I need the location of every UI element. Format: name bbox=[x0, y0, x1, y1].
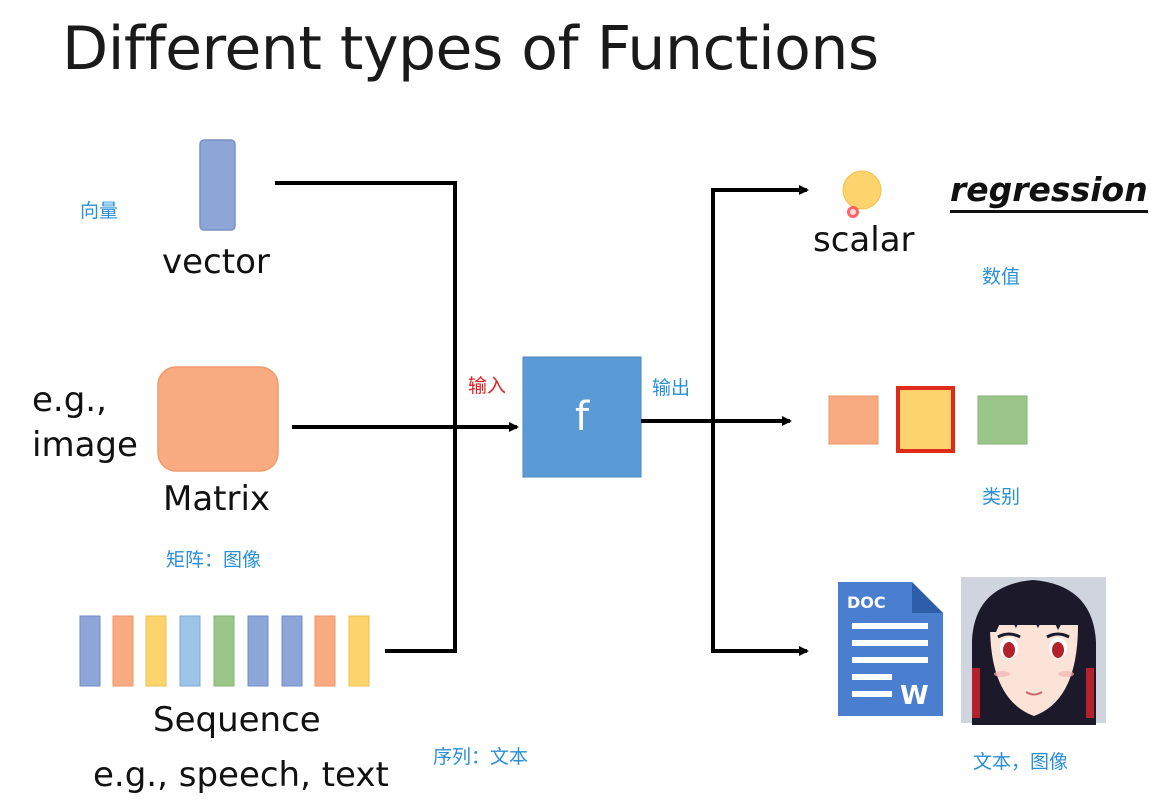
scalar-label: scalar bbox=[813, 220, 915, 260]
input-connectors bbox=[275, 181, 519, 653]
matrix-shape bbox=[157, 366, 279, 472]
matrix-annotation: 矩阵：图像 bbox=[166, 549, 262, 571]
matrix-example-line2: image bbox=[32, 425, 138, 465]
scalar-annotation: 数值 bbox=[982, 266, 1021, 288]
sequence-label: Sequence bbox=[153, 700, 321, 740]
class-option-yellow-selected bbox=[896, 386, 955, 453]
anime-portrait-icon bbox=[961, 577, 1106, 725]
class-option-green bbox=[977, 395, 1028, 445]
doc-mark: W bbox=[900, 681, 929, 711]
classes-annotation: 类别 bbox=[982, 486, 1021, 508]
matrix-label: Matrix bbox=[163, 479, 271, 519]
matrix-example-line1: e.g., bbox=[32, 380, 107, 420]
scalar-dot bbox=[842, 170, 882, 210]
vector-shape bbox=[199, 139, 236, 231]
vector-label: vector bbox=[162, 242, 270, 282]
output-annotation: 输出 bbox=[652, 377, 691, 399]
structured-annotation: 文本，图像 bbox=[973, 751, 1069, 773]
function-label: f bbox=[574, 394, 590, 440]
vector-annotation: 向量 bbox=[80, 200, 119, 222]
doc-label: DOC bbox=[847, 593, 886, 612]
sequence-shape bbox=[79, 615, 370, 687]
regression-label: regression bbox=[950, 170, 1148, 213]
class-option-orange bbox=[828, 395, 879, 445]
doc-file-icon: DOC W bbox=[838, 582, 943, 716]
sequence-examples: e.g., speech, text bbox=[93, 755, 389, 795]
page-title: Different types of Functions bbox=[62, 14, 879, 84]
output-connectors bbox=[641, 185, 809, 656]
function-box bbox=[522, 356, 642, 478]
input-annotation: 输入 bbox=[468, 375, 507, 397]
sequence-annotation: 序列：文本 bbox=[433, 746, 529, 768]
